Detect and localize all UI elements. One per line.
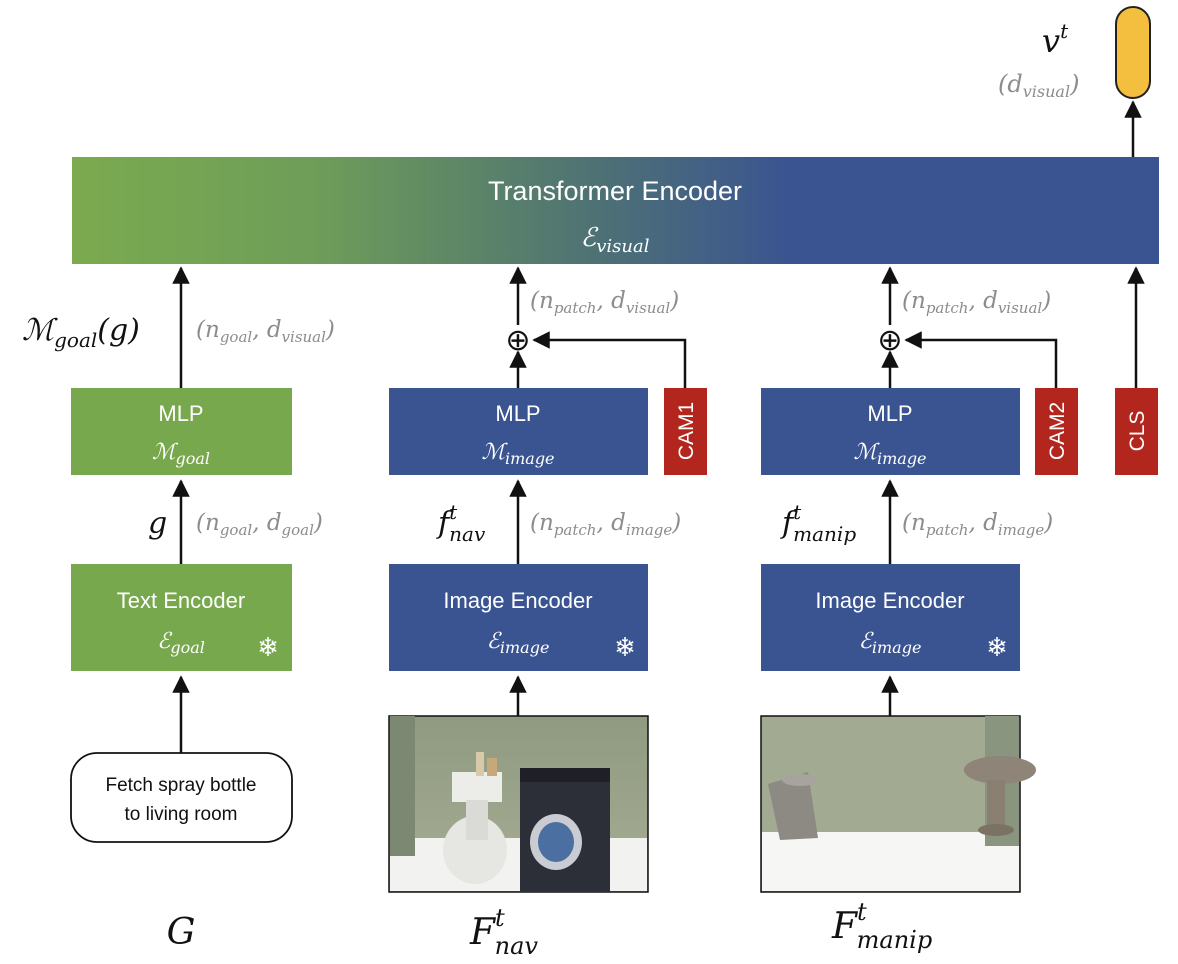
goal-input-box xyxy=(70,752,293,843)
cam2-label: CAM2 xyxy=(1046,402,1069,460)
nav-image-encoder-box xyxy=(389,564,648,671)
nav-camera-image xyxy=(388,715,649,893)
output-token: vt (dvisual) xyxy=(998,6,1151,101)
manip-image-encoder-title: Image Encoder xyxy=(815,588,964,613)
goal-input-symbol: G xyxy=(167,912,196,953)
manip-mlp-box xyxy=(761,388,1020,475)
goal-output-dim: (ngoal, dvisual) xyxy=(196,317,335,346)
goal-column: Fetch spray bottle to living room Text E… xyxy=(22,266,335,953)
goal-mlp-box xyxy=(71,388,292,475)
goal-feature-symbol: g xyxy=(148,506,167,541)
text-encoder-box xyxy=(71,564,292,671)
manip-mlp-symbol: ℳimage xyxy=(853,440,926,468)
snowflake-icon: ❄ xyxy=(257,632,279,662)
goal-output-symbol: ℳgoal(g) xyxy=(22,313,140,352)
manip-image-encoder-box xyxy=(761,564,1020,671)
output-symbol: vt xyxy=(1042,19,1069,60)
transformer-title: Transformer Encoder xyxy=(488,176,742,206)
snowflake-icon: ❄ xyxy=(986,632,1008,662)
arrow-cam2-to-plus xyxy=(904,331,1058,388)
cam1-token-box xyxy=(664,388,707,475)
manip-feature-dim: (npatch, dimage) xyxy=(902,510,1053,539)
goal-feature-dim: (ngoal, dgoal) xyxy=(196,510,323,539)
goal-text-line1: Fetch spray bottle xyxy=(105,775,256,796)
manip-add-icon: ⊕ xyxy=(877,324,902,357)
cls-column: CLS xyxy=(1115,266,1158,475)
transformer-symbol: ℰvisual xyxy=(581,223,650,257)
transformer-encoder-block: Transformer Encoder ℰvisual xyxy=(72,157,1159,264)
nav-add-icon: ⊕ xyxy=(505,324,530,357)
manip-output-dim: (npatch, dvisual) xyxy=(902,288,1051,317)
arrow-cam1-to-plus xyxy=(532,331,687,388)
output-dim: (dvisual) xyxy=(998,70,1079,101)
nav-mlp-symbol: ℳimage xyxy=(481,440,554,468)
nav-output-dim: (npatch, dvisual) xyxy=(530,288,679,317)
nav-mlp-title: MLP xyxy=(495,401,540,426)
cam1-label: CAM1 xyxy=(675,402,698,460)
manip-mlp-title: MLP xyxy=(867,401,912,426)
text-encoder-symbol: ℰgoal xyxy=(157,629,205,657)
goal-mlp-title: MLP xyxy=(158,401,203,426)
goal-text-line2: to living room xyxy=(125,804,238,825)
nav-mlp-box xyxy=(389,388,648,475)
manip-camera-image xyxy=(760,715,1036,893)
manip-image-encoder-symbol: ℰimage xyxy=(859,629,922,657)
nav-image-encoder-title: Image Encoder xyxy=(443,588,592,613)
cls-token-box xyxy=(1115,388,1158,475)
cls-label: CLS xyxy=(1126,411,1149,452)
snowflake-icon: ❄ xyxy=(614,632,636,662)
goal-mlp-symbol: ℳgoal xyxy=(152,440,210,468)
text-encoder-title: Text Encoder xyxy=(117,588,245,613)
nav-feature-dim: (npatch, dimage) xyxy=(530,510,681,539)
output-token-pill xyxy=(1115,6,1151,99)
nav-image-encoder-symbol: ℰimage xyxy=(487,629,550,657)
cam2-token-box xyxy=(1035,388,1078,475)
